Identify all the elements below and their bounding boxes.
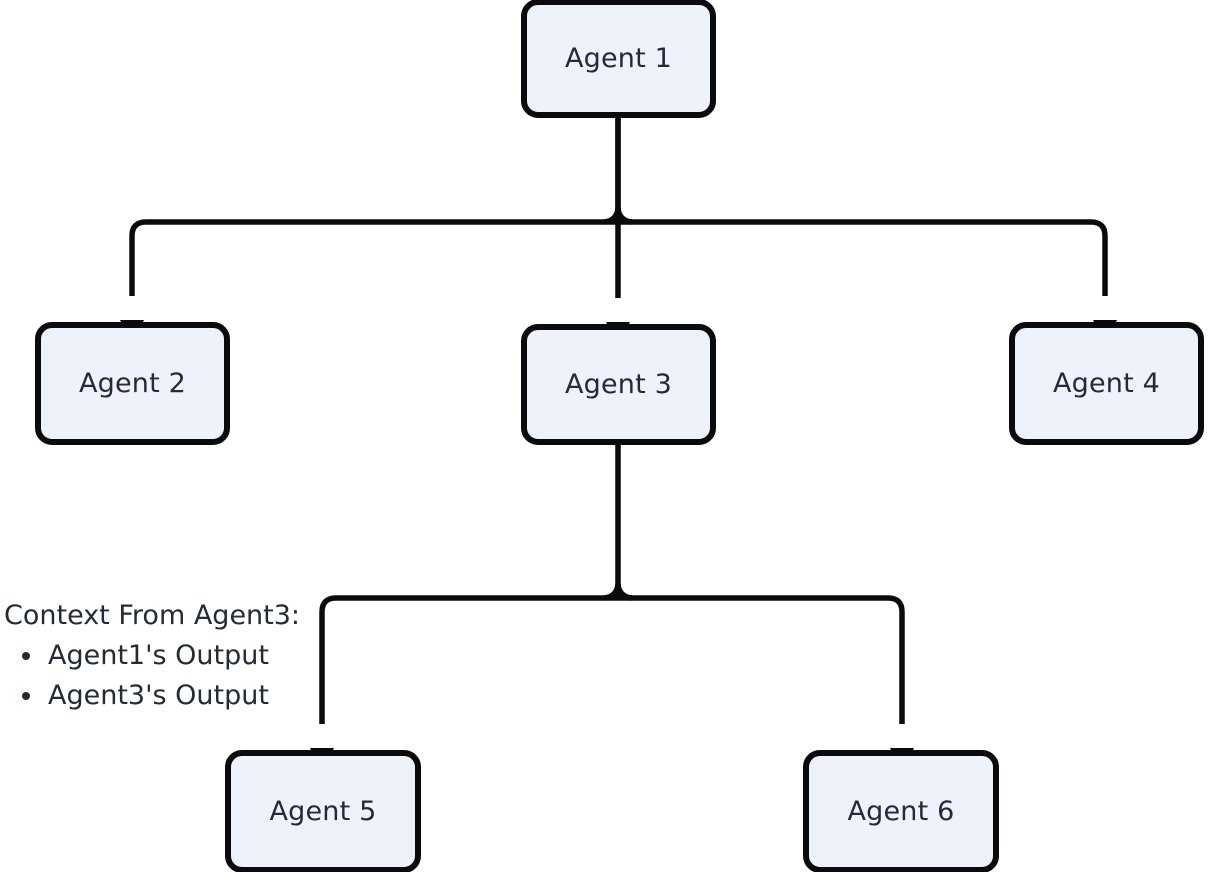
node-agent2[interactable]: Agent 2 bbox=[35, 322, 230, 445]
edge-agent3-to-agent6 bbox=[618, 595, 905, 724]
context-annotation-item: Agent3's Output bbox=[18, 676, 332, 716]
junction-flare-top bbox=[603, 205, 633, 225]
context-annotation-item-label: Agent1's Output bbox=[48, 640, 269, 671]
node-label-agent3: Agent 3 bbox=[565, 369, 672, 400]
node-box-agent1[interactable] bbox=[521, 0, 716, 118]
node-label-agent4: Agent 4 bbox=[1053, 368, 1160, 399]
node-agent5[interactable]: Agent 5 bbox=[225, 750, 421, 872]
node-box-agent2[interactable] bbox=[35, 322, 230, 445]
edge-layer bbox=[129, 115, 1108, 724]
node-agent6[interactable]: Agent 6 bbox=[803, 750, 999, 872]
node-agent4[interactable]: Agent 4 bbox=[1009, 322, 1204, 445]
node-label-agent5: Agent 5 bbox=[269, 796, 376, 827]
edge-agent3-to-agent5 bbox=[319, 442, 621, 724]
node-label-agent6: Agent 6 bbox=[847, 796, 954, 827]
edge-agent1-to-agent2 bbox=[129, 115, 621, 296]
context-annotation-item-label: Agent3's Output bbox=[48, 680, 269, 711]
context-annotation-title: Context From Agent3: bbox=[4, 600, 301, 631]
node-box-agent4[interactable] bbox=[1009, 322, 1204, 445]
node-agent3[interactable]: Agent 3 bbox=[521, 324, 716, 445]
context-annotation: Context From Agent3: Agent1's Output Age… bbox=[2, 598, 332, 716]
node-box-agent6[interactable] bbox=[803, 750, 999, 872]
node-agent1[interactable]: Agent 1 bbox=[521, 0, 716, 118]
junction-flare-layer bbox=[603, 205, 633, 601]
node-box-agent5[interactable] bbox=[225, 750, 421, 872]
node-label-agent2: Agent 2 bbox=[79, 368, 186, 399]
junction-flare-bottom bbox=[603, 581, 633, 601]
edge-agent1-to-agent4 bbox=[618, 219, 1108, 296]
bullet-icon bbox=[22, 692, 30, 700]
context-annotation-item: Agent1's Output bbox=[18, 636, 332, 676]
node-label-agent1: Agent 1 bbox=[565, 43, 672, 74]
context-annotation-list: Agent1's Output Agent3's Output bbox=[2, 636, 332, 716]
node-box-agent3[interactable] bbox=[521, 324, 716, 445]
bullet-icon bbox=[22, 652, 30, 660]
